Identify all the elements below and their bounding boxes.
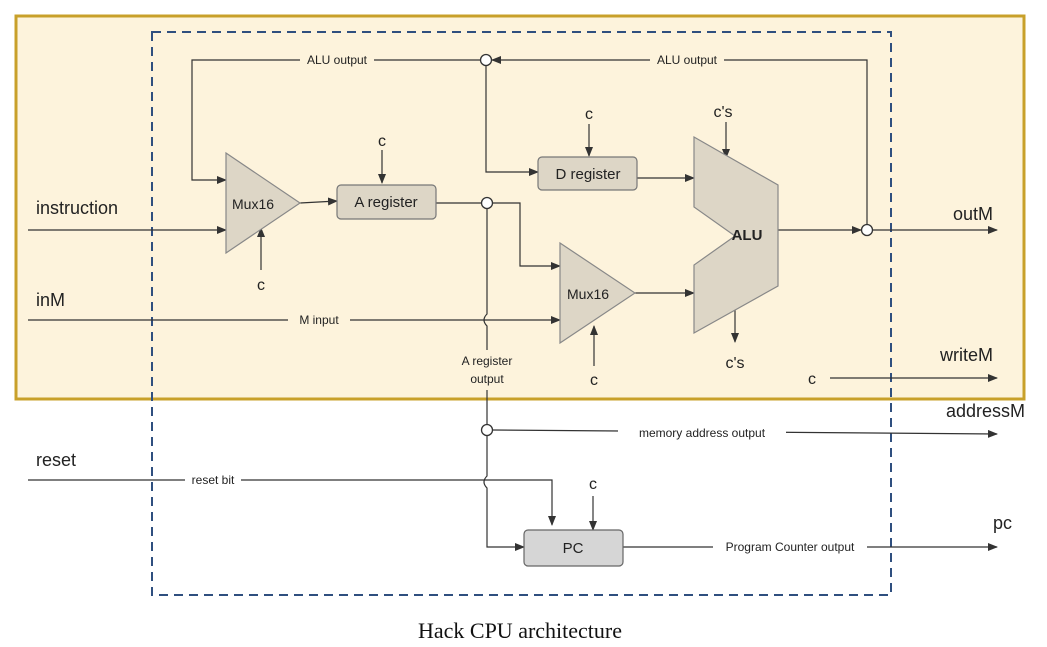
diagram-caption: Hack CPU architecture [418,618,622,643]
m-input-label: M input [299,313,339,327]
mux16-b [559,241,637,345]
control-c-a-register: c [378,133,386,150]
alu-output-right-label: ALU output [657,53,718,67]
control-c-writem: c [808,371,816,388]
outm-label: outM [953,204,993,224]
control-c-pc: c [589,476,597,493]
junction-address [480,423,494,437]
a-register-output-label-1: A register [462,354,513,368]
control-c-mux16-a: c [257,277,265,294]
pc-label: PC [563,540,584,557]
instruction-label: instruction [36,198,118,218]
memory-address-output-label: memory address output [639,426,766,440]
control-c-d-register: c [585,106,593,123]
mux16-a-label: Mux16 [232,196,274,212]
alu-label: ALU [732,227,763,244]
addressm-label: addressM [946,401,1025,421]
a-register-label: A register [354,194,417,211]
pc-output-label: pc [993,513,1012,533]
program-counter-output-label: Program Counter output [726,540,855,554]
reset-bit-label: reset bit [192,473,235,487]
reset-label: reset [36,450,76,470]
alu-output-left-label: ALU output [307,53,368,67]
a-register-output-label-2: output [470,372,504,386]
writem-label: writeM [939,345,993,365]
d-register-label: D register [555,166,620,183]
alu-block [693,135,779,335]
junction-alu-top [479,53,493,67]
inm-label: inM [36,290,65,310]
mux16-a [225,151,302,255]
control-cs-alu-out: c's [725,355,744,372]
mux16-b-label: Mux16 [567,286,609,302]
control-cs-alu-in: c's [713,104,732,121]
junction-outm [860,223,874,237]
cpu-boundary [151,31,892,596]
pc-box [523,529,624,567]
d-register-box [537,156,638,191]
junction-a-register [480,196,494,210]
control-c-mux16-b: c [590,372,598,389]
a-register-box [336,184,437,220]
